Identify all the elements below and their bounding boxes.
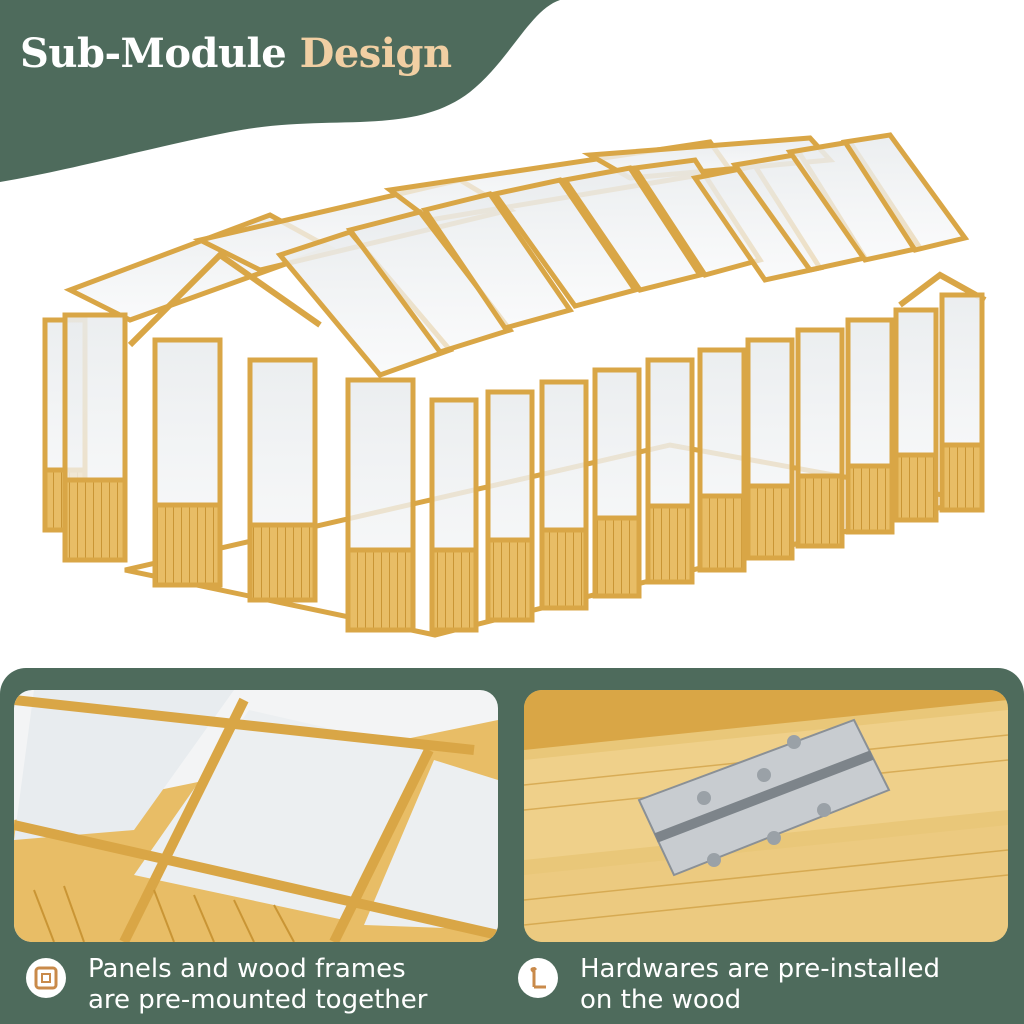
page-title: Sub-Module Design: [20, 30, 452, 77]
feature-line-2: on the wood: [580, 985, 742, 1015]
panel-frame-closeup-image: [14, 690, 498, 942]
feature-line-1: Panels and wood frames: [88, 954, 406, 984]
feature-text: Panels and wood frames are pre-mounted t…: [88, 954, 427, 1016]
feature-text: Hardwares are pre-installed on the wood: [580, 954, 940, 1016]
screw-icon: [518, 958, 558, 998]
feature-preinstalled: Hardwares are pre-installed on the wood: [518, 954, 1018, 1016]
feature-premounted: Panels and wood frames are pre-mounted t…: [26, 954, 496, 1016]
hinge-closeup-image: [524, 690, 1008, 942]
feature-line-2: are pre-mounted together: [88, 985, 428, 1015]
title-part-1: Sub-Module: [20, 30, 287, 77]
feature-line-1: Hardwares are pre-installed: [580, 954, 940, 984]
title-background-shape: [0, 0, 560, 182]
hero-section: Sub-Module Design: [0, 0, 987, 638]
exploded-greenhouse-illustration: [42, 132, 987, 638]
title-part-2: Design: [299, 30, 452, 77]
panel-frame-icon: [26, 958, 66, 998]
